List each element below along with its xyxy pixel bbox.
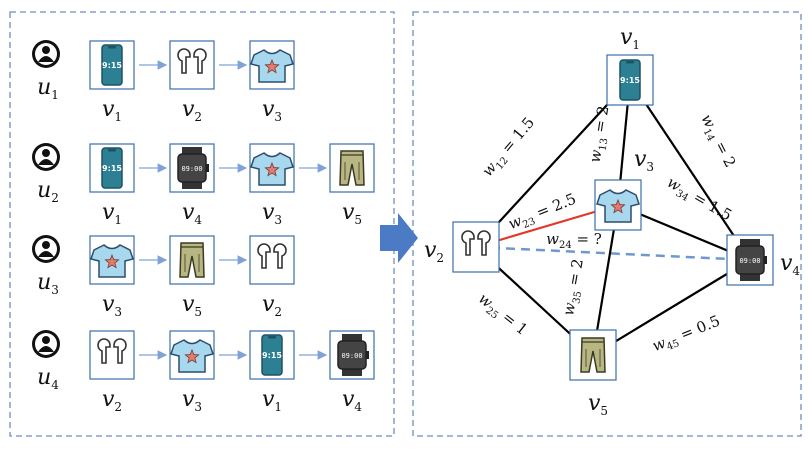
phone-icon: 9:15 [619, 59, 641, 101]
phone-icon: 9:15 [261, 334, 283, 376]
phone-time-text: 9:15 [620, 76, 640, 85]
item-label: v1 [262, 387, 282, 414]
watch-time-text: 09:00 [341, 352, 362, 360]
item-label: v2 [262, 292, 282, 319]
item-label: v3 [262, 200, 282, 227]
left-panel [9, 11, 395, 437]
right-panel [412, 11, 802, 437]
tshirt-icon [250, 49, 294, 83]
tshirt-icon [250, 152, 294, 186]
item-node-earbuds [89, 330, 135, 380]
item-label: v3 [262, 97, 282, 124]
graph-node-v4: 09:00 [726, 234, 774, 286]
item-node-tshirt [249, 40, 295, 90]
item-node-phone: 9:15 [89, 40, 135, 90]
item-node-watch: 09:00 [169, 143, 215, 193]
graph-node-v1: 9:15 [606, 54, 654, 106]
phone-icon: 9:15 [101, 147, 123, 189]
user-label: u2 [37, 178, 59, 205]
edge-v2-v4 [475, 245, 751, 262]
item-label: v3 [102, 292, 122, 319]
pants-icon [580, 337, 606, 373]
weight-label-12: w12 = 1.5 [478, 114, 540, 182]
weight-label-35: w35 = 2 [559, 257, 590, 317]
item-label: v1 [102, 200, 122, 227]
tshirt-icon [170, 339, 214, 373]
graph-node-v2 [452, 221, 500, 273]
edge-v2-v3 [475, 203, 619, 249]
graph-node-label-v1: v1 [620, 25, 640, 52]
item-label: v3 [182, 387, 202, 414]
phone-time-text: 9:15 [262, 351, 282, 360]
user-avatar-icon [32, 235, 60, 263]
item-node-tshirt [249, 143, 295, 193]
item-node-tshirt [169, 330, 215, 380]
item-label: v4 [182, 200, 202, 227]
item-label: v2 [182, 97, 202, 124]
item-node-phone: 9:15 [249, 330, 295, 380]
weight-label-45: w45 = 0.5 [650, 312, 724, 358]
item-node-pants [169, 235, 215, 285]
tshirt-icon [596, 189, 640, 223]
item-node-tshirt [89, 235, 135, 285]
user-avatar-icon [32, 330, 60, 358]
graph-node-label-v2: v2 [424, 238, 444, 265]
watch-icon: 09:00 [177, 147, 209, 189]
item-node-pants [329, 143, 375, 193]
weight-label-25: w25 = 1 [473, 289, 531, 341]
user-sequence-row: u3 v3 v5 v2 [32, 235, 295, 319]
item-node-earbuds [249, 235, 295, 285]
earbuds-icon [461, 230, 491, 256]
phone-icon: 9:15 [101, 44, 123, 86]
earbuds-icon [177, 48, 207, 74]
user-label: u4 [37, 365, 59, 392]
user-label: u3 [37, 270, 59, 297]
weight-label-34: w34 = 1.5 [663, 173, 735, 227]
edge-v4-v5 [592, 259, 751, 356]
watch-time-text: 09:00 [181, 165, 202, 173]
item-label: v2 [102, 387, 122, 414]
item-label: v5 [182, 292, 202, 319]
item-node-phone: 9:15 [89, 143, 135, 193]
graph-node-label-v4: v4 [780, 251, 800, 278]
graph-node-label-v5: v5 [588, 391, 608, 418]
item-node-earbuds [169, 40, 215, 90]
phone-time-text: 9:15 [102, 164, 122, 173]
item-label: v5 [342, 200, 362, 227]
transform-arrow-icon [380, 213, 418, 263]
earbuds-icon [257, 243, 287, 269]
edge-v1-v4 [629, 79, 751, 261]
graph-node-label-v3: v3 [634, 147, 654, 174]
watch-time-text: 09:00 [739, 257, 760, 265]
graph-node-v5 [569, 329, 617, 381]
user-sequence-row: u1 9:15 v1 v2 v3 [32, 40, 295, 124]
user-sequence-row: u2 9:15 v1 09:00 v4 v3 v5 [32, 143, 375, 227]
pants-icon [179, 242, 205, 278]
user-avatar-icon [32, 143, 60, 171]
graph-node-v3 [594, 179, 642, 231]
edge-v1-v2 [475, 79, 631, 248]
user-sequence-row: u4 v2 v3 9:15 v1 09:00 v4 [32, 330, 375, 414]
watch-icon: 09:00 [337, 334, 369, 376]
item-node-watch: 09:00 [329, 330, 375, 380]
weight-label-23: w23 = 2.5 [506, 190, 580, 236]
phone-time-text: 9:15 [102, 61, 122, 70]
weight-label-14: w14 = 2 [695, 111, 740, 172]
pants-icon [339, 150, 365, 186]
tshirt-icon [90, 244, 134, 278]
item-label: v4 [342, 387, 362, 414]
weight-label-24: w24 = ? [546, 230, 602, 251]
weight-label-13: w13 = 2 [586, 105, 616, 165]
user-label: u1 [37, 75, 59, 102]
item-label: v1 [102, 97, 122, 124]
watch-icon: 09:00 [735, 239, 767, 281]
user-avatar-icon [32, 40, 60, 68]
earbuds-icon [97, 338, 127, 364]
